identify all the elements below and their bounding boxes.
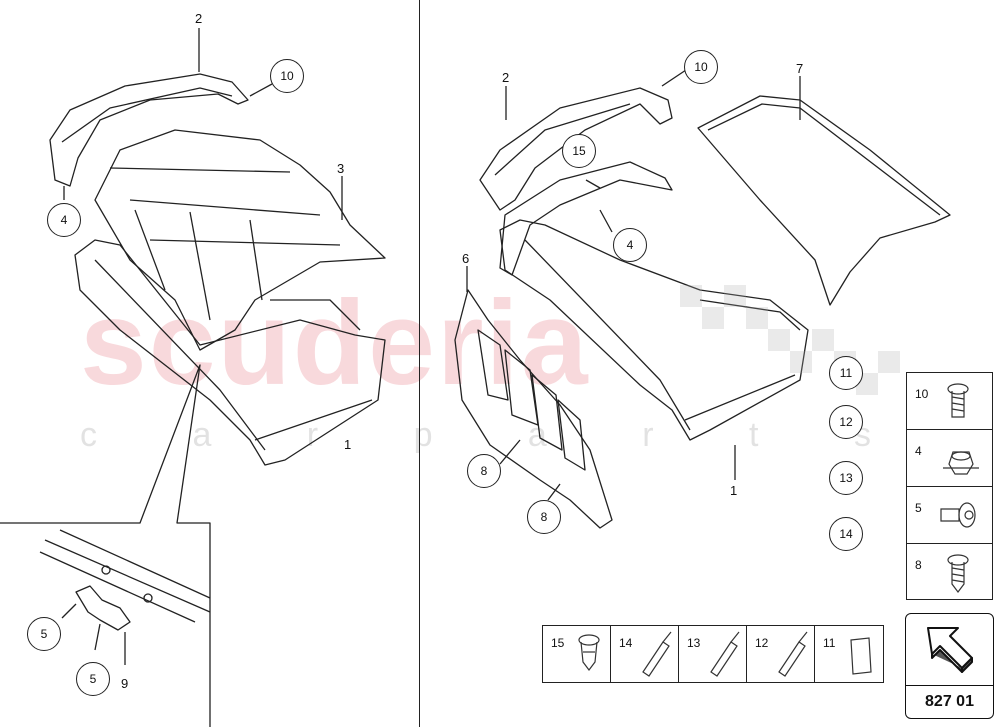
callout-inset-5-bottom: 5: [76, 662, 110, 696]
callout-right-10: 10: [684, 50, 718, 84]
callout-inset-5-top: 5: [27, 617, 61, 651]
watermark-subtitle: c a r p a r t s: [80, 416, 914, 454]
legend-number: 14: [619, 636, 633, 650]
callout-right-15: 15: [562, 134, 596, 168]
mounting-frame-right: [499, 161, 673, 276]
legend-number: 10: [915, 387, 929, 401]
legend-cell-13: 13: [679, 626, 747, 682]
cleaning-pad-icon: [850, 637, 872, 675]
callout-right-12: 12: [829, 405, 863, 439]
legend-number: 8: [915, 558, 922, 572]
fastener-legend: 10 4 5 8: [906, 372, 993, 600]
callout-right-8-bottom: 8: [527, 500, 561, 534]
glass-panel-right: [697, 95, 951, 306]
legend-cell-10: 10: [907, 373, 992, 430]
callout-right-13: 13: [829, 461, 863, 495]
checkered-flag-watermark: [680, 285, 900, 395]
screw-icon: [947, 554, 969, 593]
callout-inset-9: 9: [121, 676, 129, 691]
callout-left-10: 10: [270, 59, 304, 93]
callout-left-1: 1: [344, 437, 352, 452]
legend-cell-4: 4: [907, 430, 992, 487]
legend-number: 5: [915, 501, 922, 515]
primer-tube-icon: [778, 631, 808, 677]
callout-right-11: 11: [829, 356, 863, 390]
legend-cell-8: 8: [907, 544, 992, 601]
page-reference-box: 827 01: [905, 613, 994, 719]
legend-cell-15: 15: [543, 626, 611, 682]
callout-left-4: 4: [47, 203, 81, 237]
callout-right-4: 4: [613, 228, 647, 262]
callout-right-1: 1: [730, 483, 738, 498]
legend-cell-11: 11: [815, 626, 883, 682]
adhesive-tube-icon: [642, 631, 672, 677]
nut-icon: [943, 451, 979, 475]
legend-number: 4: [915, 444, 922, 458]
legend-number: 12: [755, 636, 769, 650]
callout-left-2: 2: [195, 11, 203, 26]
engine-cover-grille-left: [94, 129, 386, 351]
page-code: 827 01: [906, 685, 993, 718]
spoiler-part-left: [49, 73, 249, 187]
callout-right-6: 6: [462, 251, 470, 266]
clip-icon: [940, 502, 976, 528]
legend-number: 11: [823, 636, 836, 650]
legend-cell-12: 12: [747, 626, 815, 682]
legend-number: 15: [551, 636, 565, 650]
legend-cell-14: 14: [611, 626, 679, 682]
engine-frame-left: [74, 239, 386, 466]
callout-right-14: 14: [829, 517, 863, 551]
callout-left-3: 3: [337, 161, 345, 176]
spoiler-part-right: [479, 87, 673, 211]
callout-right-7: 7: [796, 61, 804, 76]
louver-grille-right: [454, 289, 613, 529]
legend-number: 13: [687, 636, 701, 650]
legend-cell-5: 5: [907, 487, 992, 544]
consumables-legend: 15 14 13 12 11: [542, 625, 884, 683]
bolt-icon: [947, 383, 969, 418]
push-clip-icon: [578, 634, 600, 671]
inset-detail-drawing: [39, 529, 211, 665]
engine-frame-right: [499, 219, 809, 441]
sealant-tube-icon: [710, 631, 740, 677]
callout-right-8-top: 8: [467, 454, 501, 488]
orientation-arrow-icon: [927, 627, 973, 673]
callout-right-2: 2: [502, 70, 510, 85]
panel-divider: [419, 0, 420, 727]
